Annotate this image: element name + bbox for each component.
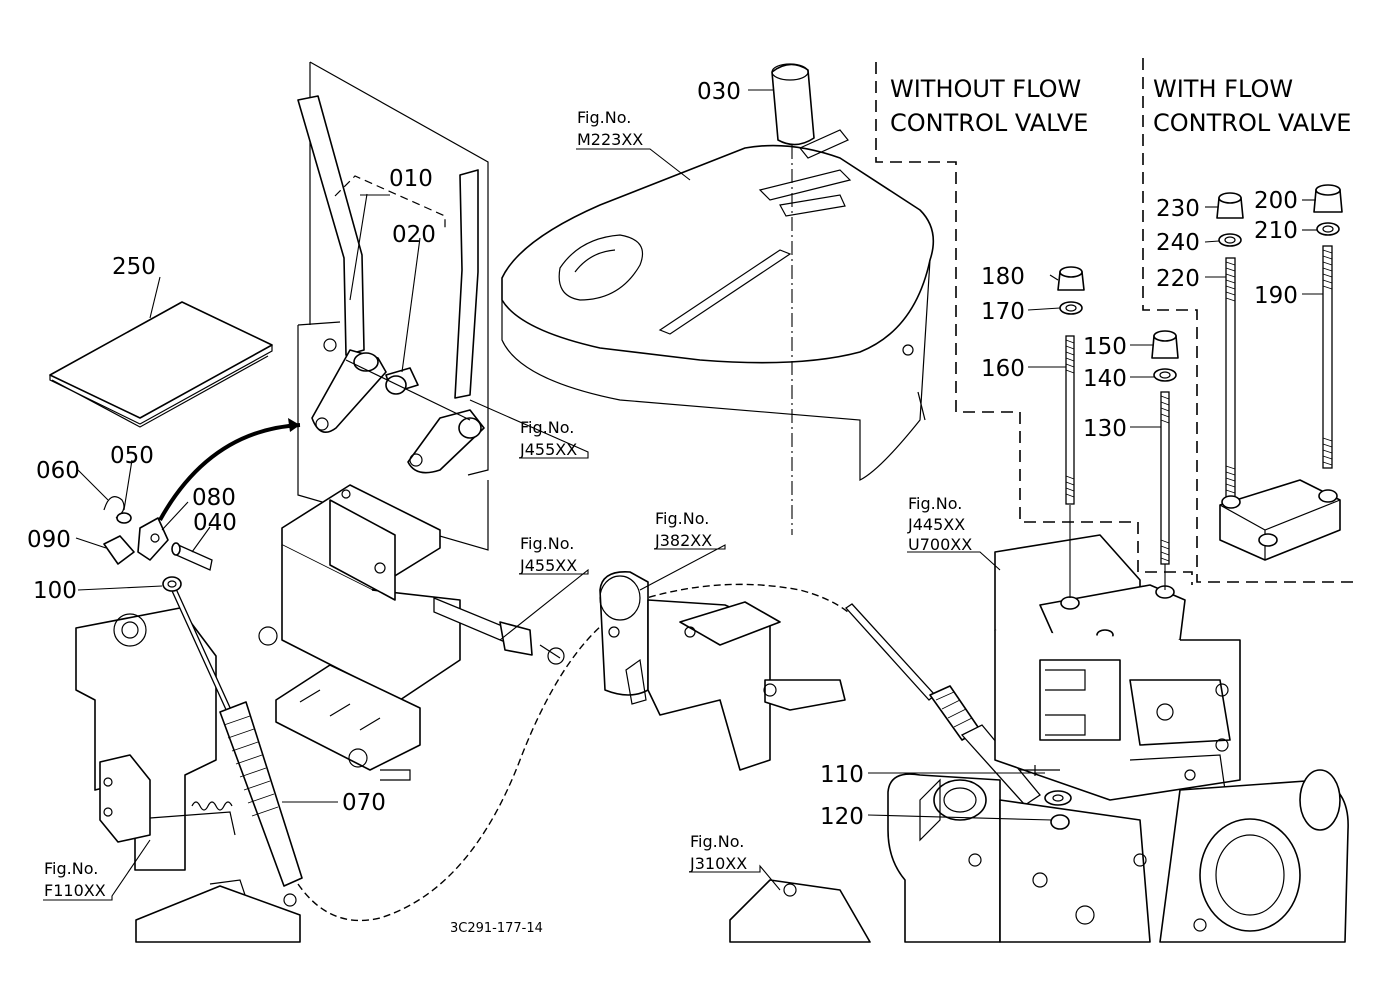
label-230: 230 — [1156, 196, 1200, 222]
label-110: 110 — [820, 762, 864, 788]
label-070: 070 — [342, 790, 386, 816]
stud-bolts — [1057, 184, 1343, 598]
label-080: 080 — [192, 485, 236, 511]
header-with-flow-line2: CONTROL VALVE — [1153, 109, 1351, 137]
label-250: 250 — [112, 254, 156, 280]
label-180: 180 — [981, 264, 1025, 290]
label-040: 040 — [193, 510, 237, 536]
label-030: 030 — [697, 79, 741, 105]
operator-manual — [49, 301, 273, 428]
fig-ref-j455xx-lower: Fig.No. J455XX — [519, 534, 577, 575]
fig-ref-caption: Fig.No. — [44, 859, 98, 878]
fig-ref-j455xx-upper: Fig.No. J455XX — [519, 418, 577, 459]
fig-ref-caption: Fig.No. — [520, 418, 574, 437]
header-without-flow: WITHOUT FLOW CONTROL VALVE — [890, 75, 1088, 137]
lever-bracket — [258, 484, 565, 781]
small-hardware — [103, 418, 301, 592]
label-190: 190 — [1254, 283, 1298, 309]
drawing-code: 3C291-177-14 — [450, 921, 543, 936]
fig-ref-code: U700XX — [908, 535, 972, 554]
fig-ref-caption: Fig.No. — [908, 494, 962, 513]
fig-ref-code: M223XX — [577, 130, 643, 149]
header-without-flow-line1: WITHOUT FLOW — [890, 75, 1081, 103]
fig-ref-code: J445XX — [907, 515, 965, 534]
fig-ref-m223xx: Fig.No. M223XX — [577, 108, 643, 149]
fig-ref-caption: Fig.No. — [690, 832, 744, 851]
fig-ref-code: J382XX — [654, 531, 712, 550]
fig-ref-code: J455XX — [519, 556, 577, 575]
control-cable — [167, 579, 1041, 922]
header-with-flow-line1: WITH FLOW — [1153, 75, 1293, 103]
console-cover — [501, 63, 935, 535]
label-240: 240 — [1156, 230, 1200, 256]
lever-assembly — [297, 95, 485, 474]
label-210: 210 — [1254, 218, 1298, 244]
label-170: 170 — [981, 299, 1025, 325]
part-labels: 010 020 030 040 050 060 070 080 090 100 … — [27, 79, 1298, 830]
fig-ref-code: J455XX — [519, 440, 577, 459]
label-050: 050 — [110, 443, 154, 469]
fig-ref-code: F110XX — [44, 881, 106, 900]
label-120: 120 — [820, 804, 864, 830]
label-220: 220 — [1156, 266, 1200, 292]
header-with-flow: WITH FLOW CONTROL VALVE — [1153, 75, 1351, 137]
fig-ref-caption: Fig.No. — [520, 534, 574, 553]
label-200: 200 — [1254, 188, 1298, 214]
leader-lines — [43, 89, 1323, 901]
label-140: 140 — [1083, 366, 1127, 392]
label-060: 060 — [36, 458, 80, 484]
fig-references: Fig.No. M223XX Fig.No. J455XX Fig.No. J4… — [44, 108, 972, 900]
fig-ref-j382xx: Fig.No. J382XX — [654, 509, 712, 550]
label-010: 010 — [389, 166, 433, 192]
cable-bracket — [599, 571, 846, 771]
label-100: 100 — [33, 578, 77, 604]
label-150: 150 — [1083, 334, 1127, 360]
left-frame — [75, 607, 301, 943]
valve-block — [994, 534, 1241, 801]
fig-ref-f110xx: Fig.No. F110XX — [44, 859, 106, 900]
label-160: 160 — [981, 356, 1025, 382]
header-without-flow-line2: CONTROL VALVE — [890, 109, 1088, 137]
fig-ref-caption: Fig.No. — [577, 108, 631, 127]
fig-ref-caption: Fig.No. — [655, 509, 709, 528]
cable-end-hardware — [1020, 765, 1072, 830]
fig-ref-code: J310XX — [689, 854, 747, 873]
label-020: 020 — [392, 222, 436, 248]
label-130: 130 — [1083, 416, 1127, 442]
fig-ref-j310xx: Fig.No. J310XX — [689, 832, 747, 873]
label-090: 090 — [27, 527, 71, 553]
fig-ref-j445xx-u700xx: Fig.No. J445XX U700XX — [907, 494, 972, 554]
